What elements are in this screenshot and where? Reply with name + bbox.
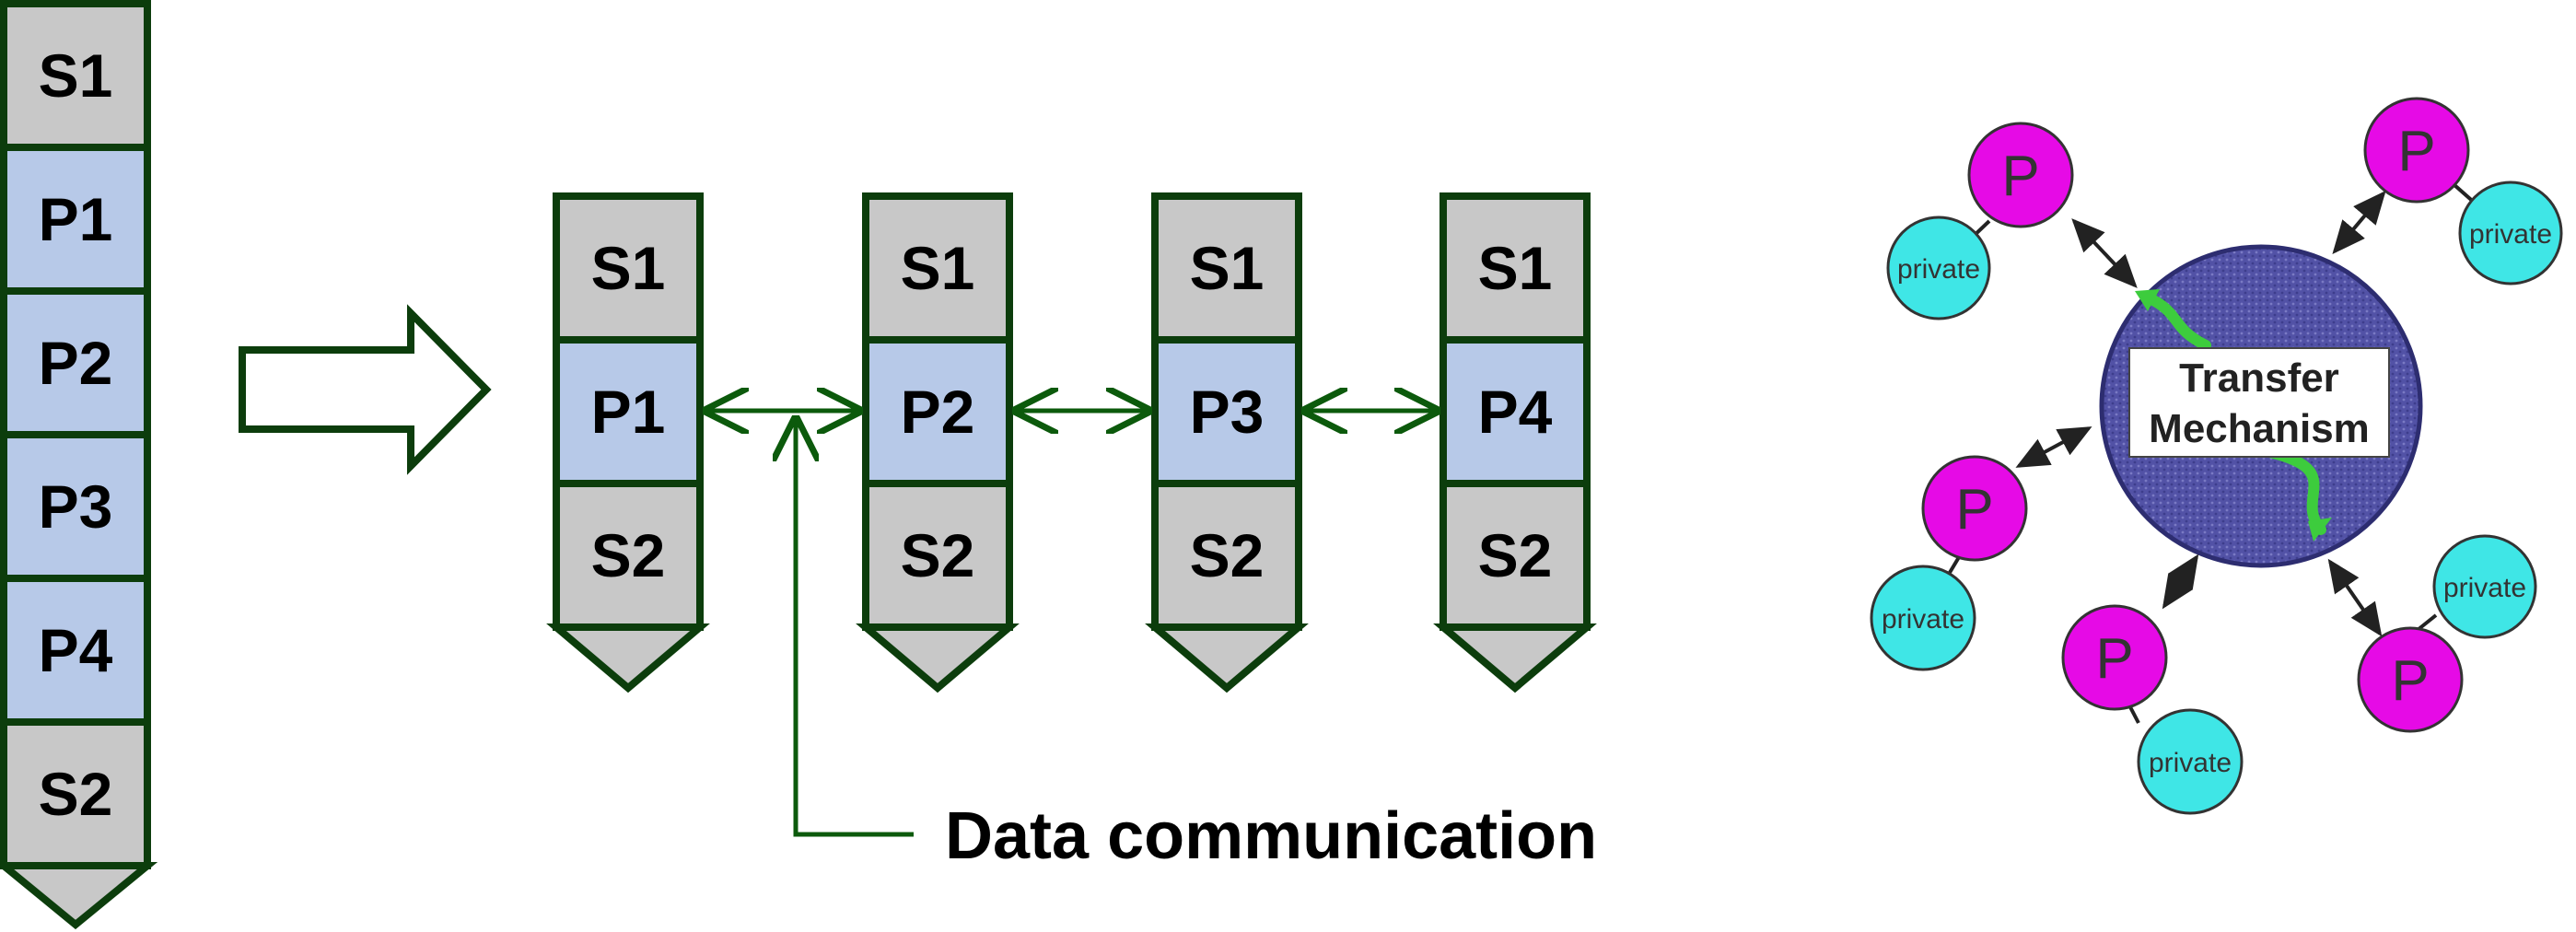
flow-arrow-upper xyxy=(2140,291,2211,351)
seq-cell-4: P3 xyxy=(0,431,151,582)
seq-cell-5: P4 xyxy=(0,575,151,726)
seq-cell-label: P4 xyxy=(39,616,113,684)
parallel-column-2: S1 P2 S2 xyxy=(856,192,1020,693)
comm-callout-line xyxy=(796,420,914,837)
seq-cell-2: P1 xyxy=(0,144,151,295)
process-node-1: P private xyxy=(1886,122,2074,320)
seq-cell-label: P2 xyxy=(39,329,113,397)
parallel-column-3: S1 P3 S2 xyxy=(1145,192,1309,693)
par-cell-label: S2 xyxy=(901,521,975,589)
process-label: P xyxy=(2391,649,2429,713)
process-label: P xyxy=(1955,478,1993,542)
seq-cell-label: S2 xyxy=(39,760,113,828)
process-node-2: P private xyxy=(2363,97,2563,285)
transfer-network: Transfer Mechanism P private P private xyxy=(1870,97,2563,815)
seq-cell-1: S1 xyxy=(0,0,151,151)
process-node-5: P private xyxy=(2357,534,2537,733)
comm-caption: Data communication xyxy=(945,799,1597,873)
seq-cell-label: P3 xyxy=(39,472,113,541)
par-cell-label: S1 xyxy=(901,234,975,302)
par-cell-label: S2 xyxy=(1190,521,1265,589)
private-label: private xyxy=(2469,219,2552,250)
seq-cell-3: P2 xyxy=(0,287,151,438)
parallel-column-4: S1 P4 S2 xyxy=(1433,192,1597,693)
mechanism-label-line1: Transfer xyxy=(2179,355,2339,401)
private-label: private xyxy=(2443,573,2526,603)
flow-arrowhead-lower xyxy=(2308,518,2332,542)
seq-cell-label: S1 xyxy=(39,41,113,110)
private-label: private xyxy=(1897,254,1980,285)
flow-arrowhead-upper xyxy=(2135,289,2160,311)
par-cell-label: S2 xyxy=(591,521,666,589)
process-label: P xyxy=(2095,627,2133,691)
transform-arrow xyxy=(239,304,492,475)
mechanism-label-line2: Mechanism xyxy=(2149,406,2370,451)
private-label: private xyxy=(2149,748,2232,778)
seq-end-pointer xyxy=(0,862,158,930)
sequential-program: S1 P1 P2 P3 P4 S2 xyxy=(0,0,158,930)
seq-cell-6: S2 xyxy=(0,718,151,869)
par-cell-label: S1 xyxy=(591,234,666,302)
par-cell-label: P1 xyxy=(591,378,666,446)
parallel-program: S1 P1 S2 S1 P2 S2 S1 P3 S2 xyxy=(546,192,1597,873)
par-end-pointer xyxy=(856,623,1020,693)
par-cell-label: S1 xyxy=(1190,234,1265,302)
seq-cell-label: P1 xyxy=(39,185,113,253)
private-label: private xyxy=(1882,604,1964,635)
process-label: P xyxy=(2001,145,2039,208)
par-cell-label: S1 xyxy=(1478,234,1553,302)
flow-arrow-lower xyxy=(2260,446,2326,535)
process-node-4: P private xyxy=(2061,604,2244,815)
par-cell-label: S2 xyxy=(1478,521,1553,589)
par-cell-label: P4 xyxy=(1478,378,1553,446)
par-cell-label: P3 xyxy=(1190,378,1265,446)
parallel-column-1: S1 P1 S2 xyxy=(546,192,710,693)
process-node-3: P private xyxy=(1870,455,2028,671)
process-label: P xyxy=(2397,120,2435,183)
par-end-pointer xyxy=(1145,623,1309,693)
mechanism-label-box xyxy=(2128,347,2390,458)
mechanism-links xyxy=(2015,190,2386,637)
par-end-pointer xyxy=(1433,623,1597,693)
par-cell-label: P2 xyxy=(901,378,975,446)
par-end-pointer xyxy=(546,623,710,693)
